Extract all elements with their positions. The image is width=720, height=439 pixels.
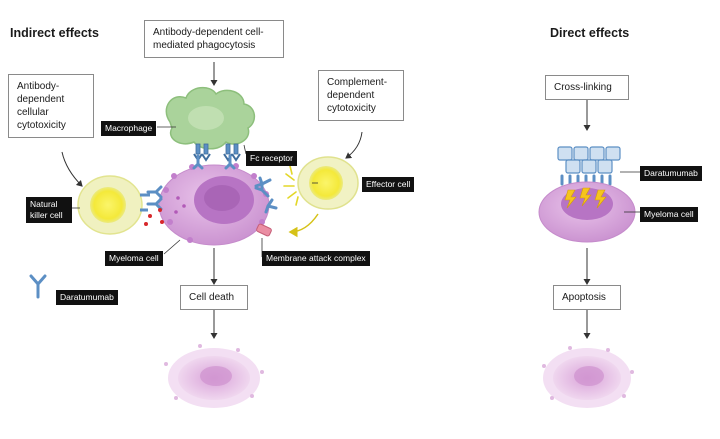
box-cdc: Complement-dependent cytotoxicity xyxy=(318,70,404,121)
heading-direct-effects: Direct effects xyxy=(550,26,630,40)
daratumumab-bound-right xyxy=(560,174,612,186)
myeloma-cell-left xyxy=(158,163,270,246)
daratumumab-free xyxy=(254,181,270,198)
complement-burst xyxy=(283,165,299,206)
label-fc-receptor: Fc receptor xyxy=(246,151,297,166)
label-myeloma-cell-right: Myeloma cell xyxy=(640,207,698,222)
dead-cell-left xyxy=(164,344,264,408)
label-effector-cell: Effector cell xyxy=(362,177,415,192)
label-macrophage: Macrophage xyxy=(101,121,157,136)
label-daratumumab-legend: Daratumumab xyxy=(56,290,118,305)
label-membrane-attack-complex: Membrane attack complex xyxy=(262,251,370,266)
box-apoptosis: Apoptosis xyxy=(553,285,621,310)
arrow-adcc xyxy=(61,151,83,187)
daratumumab-legend-icon xyxy=(29,274,47,299)
leader-lines xyxy=(69,126,640,257)
natural-killer-cell xyxy=(77,175,150,235)
box-cell-death: Cell death xyxy=(180,285,248,310)
arrow-cdc xyxy=(345,131,363,159)
cross-linked-antibodies xyxy=(557,146,621,174)
label-natural-killer-cell: Natural killer cell xyxy=(26,197,72,223)
heading-indirect-effects: Indirect effects xyxy=(10,26,99,40)
box-adcc: Antibody-dependent cellular cytotoxicity xyxy=(8,74,94,138)
effector-cell xyxy=(297,156,359,210)
dead-cell-right xyxy=(542,346,634,408)
apoptosis-signal-icons xyxy=(564,187,607,209)
membrane-attack-complex-shape xyxy=(256,223,272,237)
box-adcp: Antibody-dependent cell-mediated phagocy… xyxy=(144,20,284,58)
macrophage-cell xyxy=(165,86,256,150)
label-myeloma-cell-left: Myeloma cell xyxy=(105,251,163,266)
box-cross-linking: Cross-linking xyxy=(545,75,629,100)
label-daratumumab-right: Daratumumab xyxy=(640,166,702,181)
arrow-complement xyxy=(288,213,319,238)
daratumumab-bound-left xyxy=(146,154,278,214)
